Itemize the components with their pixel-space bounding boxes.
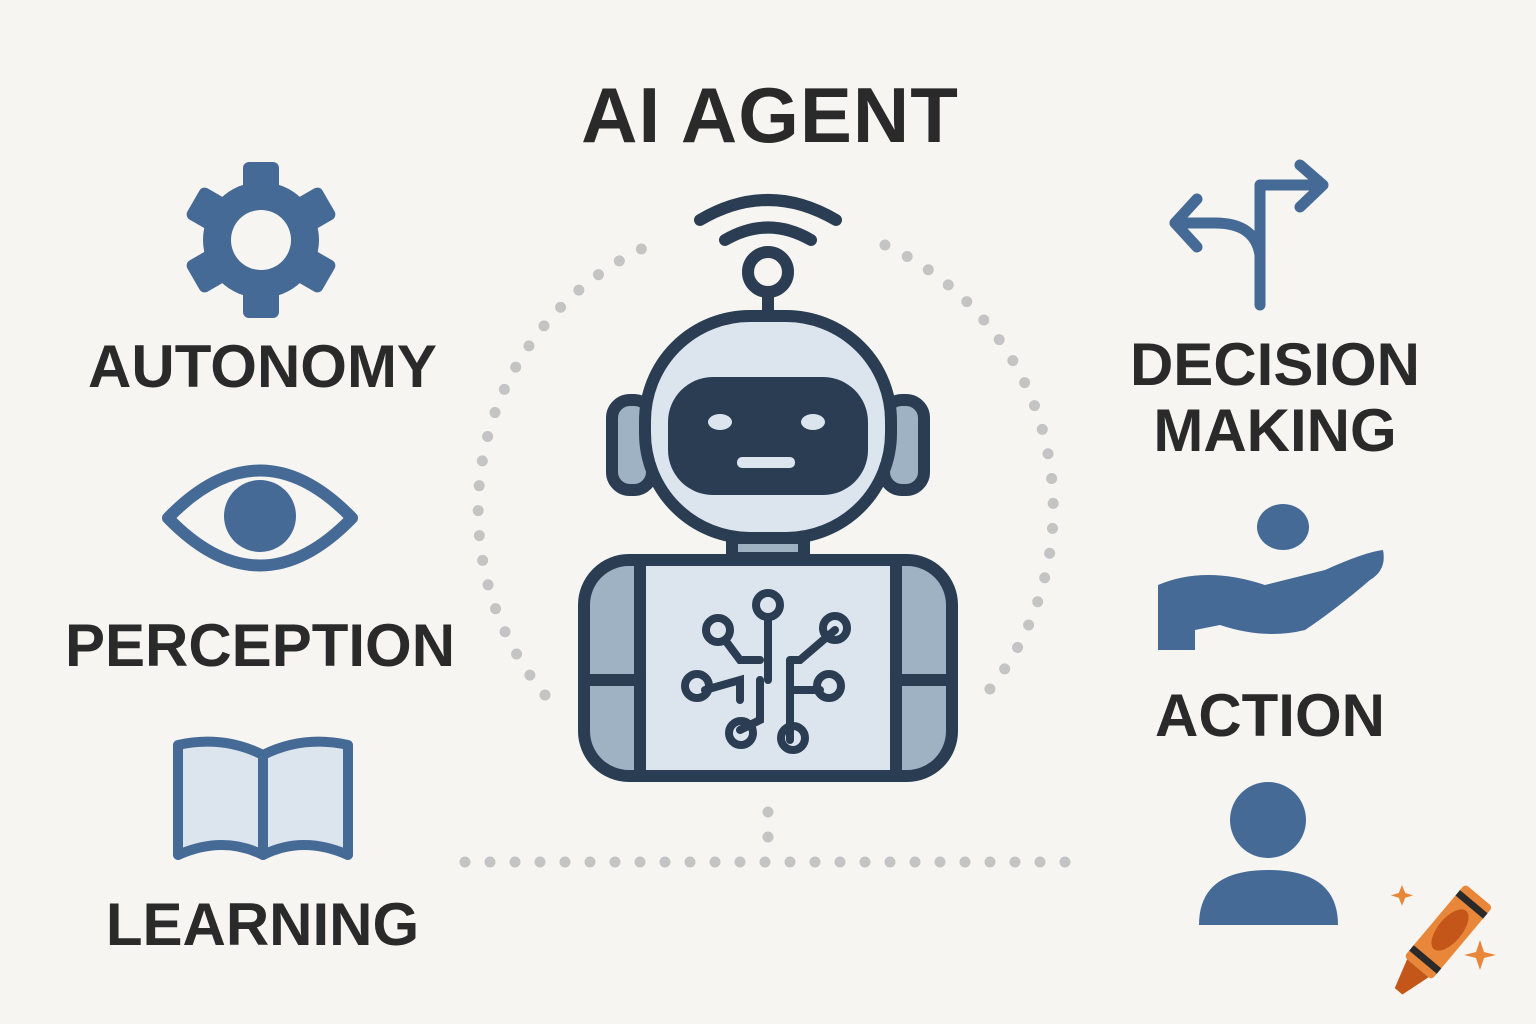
feature-label-perception: PERCEPTION [64, 612, 456, 679]
eye-icon [162, 464, 358, 572]
hand-icon [1158, 504, 1384, 650]
feature-label-autonomy: AUTONOMY [88, 333, 437, 400]
page-title: AI AGENT [581, 71, 959, 159]
feature-label-decision-making: DECISION MAKING [1100, 332, 1450, 464]
decision-line-2: MAKING [1153, 397, 1397, 464]
split-arrows-icon [1169, 159, 1329, 311]
feature-label-action: ACTION [1155, 682, 1385, 749]
feature-label-learning: LEARNING [105, 891, 420, 958]
book-icon [173, 736, 353, 860]
decision-line-1: DECISION [1129, 331, 1421, 398]
crayon-icon [1390, 885, 1496, 995]
user-icon [1199, 782, 1338, 925]
gear-icon [186, 162, 336, 318]
